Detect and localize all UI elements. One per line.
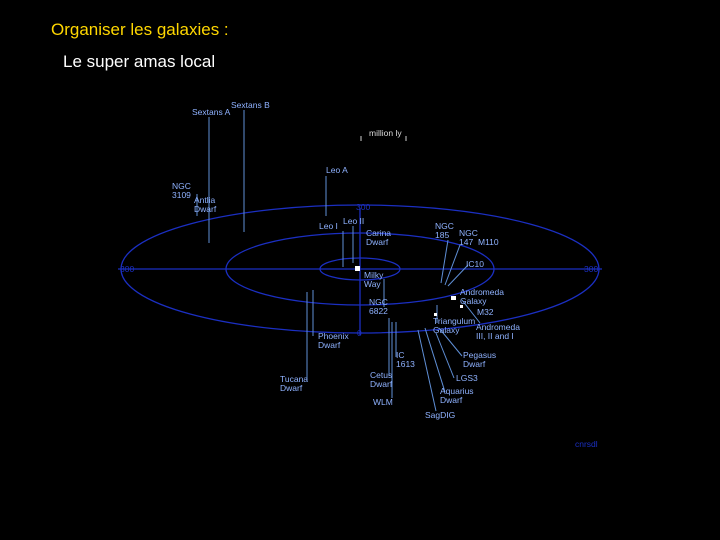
- galaxy-label-leo-a: Leo A: [326, 165, 348, 175]
- galaxy-label-ngc-147-line-1: NGC: [459, 228, 478, 238]
- galaxy-label-phoenix-dwarf-line-1: Phoenix: [318, 331, 349, 341]
- milky-way-marker: [355, 266, 360, 271]
- galaxy-label-ngc-6822-line-2: 6822: [369, 306, 388, 316]
- galaxy-label-andromeda-galaxy-line-2: Galaxy: [460, 296, 487, 306]
- galaxy-label-ic-1613-line-1: IC: [396, 350, 405, 360]
- galaxy-label-andromeda-galaxy-line-1: Andromeda: [460, 287, 504, 297]
- galaxy-label-milky-way-line-1: Milky: [364, 270, 384, 280]
- galaxy-label-ic-10: IC10: [466, 259, 484, 269]
- galaxy-label-ngc-185-line-1: NGC: [435, 221, 454, 231]
- andromeda-marker: [451, 296, 456, 300]
- galaxy-label-ngc-147-line-2: 147: [459, 237, 473, 247]
- galaxy-label-m110: M110: [478, 237, 499, 247]
- galaxy-label-aquarius-dwarf-line-2: Dwarf: [440, 395, 463, 405]
- galaxy-label-sextans-b: Sextans B: [231, 100, 270, 110]
- galaxy-label-tucana-dwarf-line-1: Tucana: [280, 374, 308, 384]
- scale-label: million ly: [369, 128, 402, 138]
- ring-label-top: 300: [356, 202, 370, 212]
- slide-subtitle: Le super amas local: [63, 52, 216, 71]
- ring-label-bottom: 0: [357, 328, 362, 338]
- galaxy-label-ic-1613-line-2: 1613: [396, 359, 415, 369]
- galaxy-label-triangulum-galaxy-line-2: Galaxy: [433, 325, 460, 335]
- galaxy-label-antlia-dwarf-line-2: Dwarf: [194, 204, 217, 214]
- galaxy-label-lgs3: LGS3: [456, 373, 478, 383]
- leader-ngc-185: [440, 239, 449, 284]
- galaxy-label-sextans-a: Sextans A: [192, 107, 231, 117]
- leader-ngc-147: [444, 244, 461, 286]
- galaxy-label-m32: M32: [477, 307, 494, 317]
- galaxy-label-leo-i: Leo I: [319, 221, 338, 231]
- leader-sagdig: [417, 329, 437, 412]
- leader-aquarius-dwarf: [424, 327, 446, 393]
- galaxy-label-wlm: WLM: [373, 397, 393, 407]
- galaxy-label-tucana-dwarf-line-2: Dwarf: [280, 383, 303, 393]
- galaxy-label-pegasus-dwarf-line-2: Dwarf: [463, 359, 486, 369]
- galaxy-label-sagdig: SagDIG: [425, 410, 455, 420]
- galaxy-label-triangulum-galaxy-line-1: Triangulum: [433, 316, 475, 326]
- m32-marker: [460, 305, 463, 308]
- leader-andromeda-dwarfs: [461, 299, 481, 324]
- galaxy-label-milky-way-line-2: Way: [364, 279, 381, 289]
- triangulum-marker: [434, 313, 437, 316]
- axis-label-left: 300: [120, 264, 134, 274]
- leader-lgs3: [435, 332, 455, 379]
- credit-label: cnrsdl: [575, 439, 598, 449]
- galaxy-label-andromeda-dwarfs-line-1: Andromeda: [476, 322, 520, 332]
- galaxy-label-carina-dwarf-line-1: Carina: [366, 228, 391, 238]
- galaxy-label-ngc-185-line-2: 185: [435, 230, 449, 240]
- leader-pegasus-dwarf: [438, 327, 463, 357]
- leader-ic-10: [447, 264, 469, 287]
- galaxy-label-ngc-3109-line-1: NGC: [172, 181, 191, 191]
- galaxy-label-pegasus-dwarf-line-1: Pegasus: [463, 350, 496, 360]
- galaxy-label-leo-ii: Leo II: [343, 216, 364, 226]
- galaxy-label-andromeda-dwarfs-line-2: III, II and I: [476, 331, 514, 341]
- axis-label-right: 300: [584, 264, 598, 274]
- galaxy-label-cetus-dwarf-line-1: Cetus: [370, 370, 392, 380]
- slide-title: Organiser les galaxies :: [51, 20, 229, 39]
- galaxy-label-carina-dwarf-line-2: Dwarf: [366, 237, 389, 247]
- galaxy-label-ngc-6822-line-1: NGC: [369, 297, 388, 307]
- galaxy-label-ngc-3109-line-2: 3109: [172, 190, 191, 200]
- galaxy-label-aquarius-dwarf-line-1: Aquarius: [440, 386, 474, 396]
- galaxy-label-cetus-dwarf-line-2: Dwarf: [370, 379, 393, 389]
- galaxy-label-antlia-dwarf-line-1: Antlia: [194, 195, 216, 205]
- galaxy-label-phoenix-dwarf-line-2: Dwarf: [318, 340, 341, 350]
